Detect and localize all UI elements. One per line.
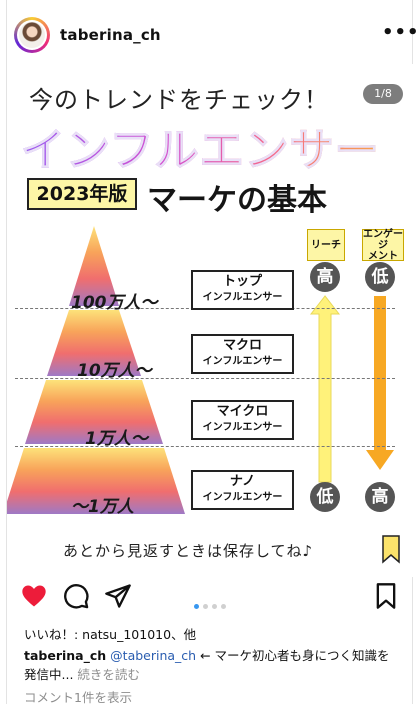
avatar[interactable]: [14, 17, 50, 53]
caption-text: ← マーケ初心者も身につく知識を発信中...: [24, 648, 390, 682]
carousel-dot-active: [194, 604, 199, 609]
reach-high: 高: [310, 262, 340, 292]
tier-label-name: トップ: [222, 274, 262, 289]
post-header: taberina_ch •••: [0, 0, 419, 64]
carousel-dot: [212, 604, 217, 609]
send-icon[interactable]: [104, 582, 132, 610]
tier-followers-micro: 1万人～: [85, 429, 148, 449]
reach-low: 低: [310, 482, 340, 512]
view-comments-link[interactable]: コメント1件を表示: [24, 690, 132, 705]
pyramid-tier-micro: [25, 380, 163, 444]
tier-label-name: マイクロ: [216, 404, 269, 419]
tier-label-name: ナノ: [229, 474, 256, 489]
tier-followers-nano: ～1万人: [71, 497, 134, 517]
caption-username[interactable]: taberina_ch: [24, 648, 107, 663]
carousel-dot: [203, 604, 208, 609]
pyramid-diagram: [7, 226, 394, 514]
tier-label-type: インフルエンサー: [202, 356, 283, 367]
subtitle: マーケの基本: [147, 183, 327, 218]
carousel-dots: [194, 594, 230, 613]
likes-text[interactable]: いいね！: natsu_101010、他: [24, 627, 197, 642]
tier-followers-top: 100万人～: [71, 293, 158, 313]
divider-line: [15, 378, 395, 379]
bookmark-icon[interactable]: [372, 582, 400, 610]
engagement-arrow: [366, 296, 394, 470]
engagement-header-line2: メント: [368, 250, 398, 262]
engagement-high: 高: [365, 482, 395, 512]
more-horizontal-icon[interactable]: •••: [382, 22, 419, 43]
read-more-link[interactable]: 続きを読む: [77, 667, 140, 682]
tier-followers-macro: 10万人～: [77, 361, 152, 381]
pyramid-tier-top: [69, 226, 119, 306]
username[interactable]: taberina_ch: [60, 26, 161, 44]
engagement-header-line1: エンゲージ: [363, 228, 403, 251]
tier-label-macro: マクロ インフルエンサー: [191, 334, 294, 374]
reach-arrow: [309, 295, 341, 483]
save-reminder: あとから見返すときは保存してね♪: [63, 542, 314, 560]
tier-label-name: マクロ: [222, 338, 262, 353]
bookmark-illustration-icon: [382, 535, 400, 564]
carousel-dot: [221, 604, 226, 609]
tier-label-top: トップ インフルエンサー: [191, 270, 294, 310]
engagement-header: エンゲージ メント: [362, 228, 404, 262]
reach-header: リーチ: [307, 229, 345, 261]
year-badge: 2023年版: [27, 178, 137, 210]
post-image[interactable]: 今のトレンドをチェック！ 1/8 インフルエンサー 2023年版 マーケの基本 …: [7, 64, 413, 577]
pyramid-tier-macro: [47, 310, 141, 376]
tier-label-nano: ナノ インフルエンサー: [191, 470, 294, 510]
pyramid-tier-nano: [7, 448, 185, 514]
caption-mention[interactable]: @taberina_ch: [110, 648, 197, 663]
tier-label-type: インフルエンサー: [202, 492, 283, 503]
tier-label-type: インフルエンサー: [202, 292, 283, 303]
tier-label-type: インフルエンサー: [202, 422, 283, 433]
tier-label-micro: マイクロ インフルエンサー: [191, 400, 294, 440]
action-bar: [0, 582, 419, 618]
page-indicator: 1/8: [363, 84, 403, 104]
divider-line: [15, 446, 395, 447]
main-title: インフルエンサー: [21, 114, 380, 178]
caption: taberina_ch @taberina_ch ← マーケ初心者も身につく知識…: [24, 646, 396, 684]
heart-icon[interactable]: [20, 582, 48, 610]
headline: 今のトレンドをチェック！: [29, 86, 329, 114]
comment-icon[interactable]: [62, 582, 90, 610]
engagement-low: 低: [365, 262, 395, 292]
